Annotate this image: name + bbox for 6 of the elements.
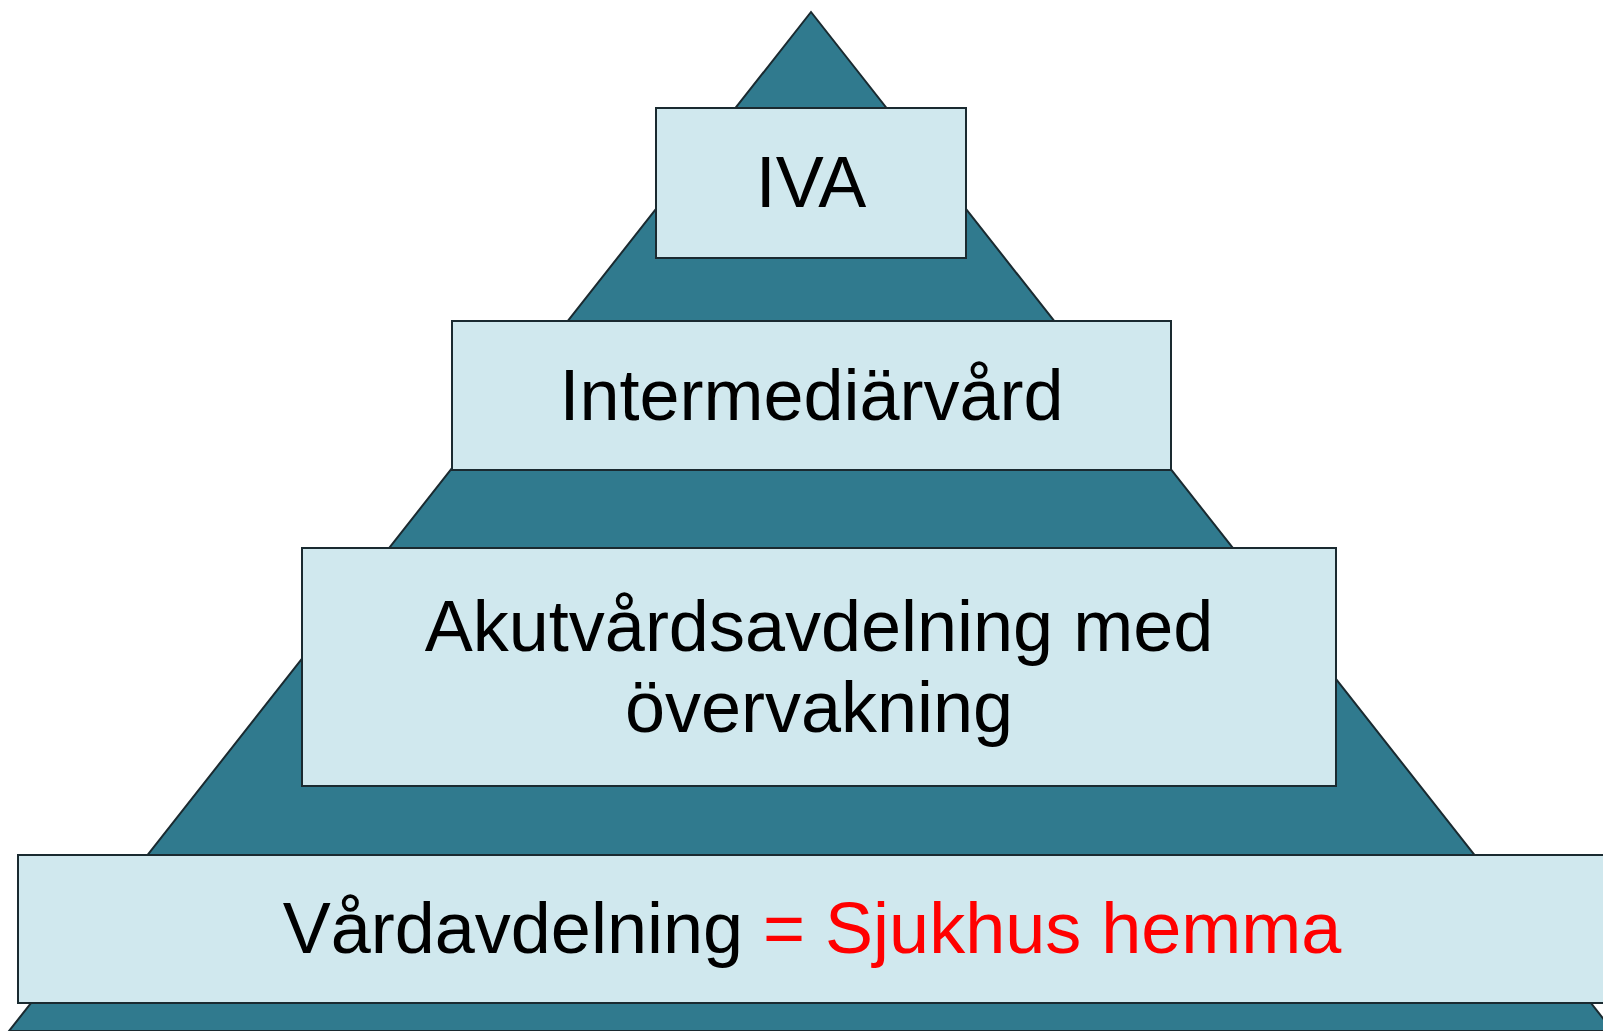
level-panel bbox=[17, 854, 1603, 1004]
level-label: = Sjukhus hemma bbox=[763, 888, 1342, 969]
level-box: Akutvårdsavdelning med övervakning bbox=[301, 547, 1337, 787]
level-box: IVA bbox=[655, 107, 967, 259]
level-label: Vårdavdelning bbox=[282, 888, 743, 969]
level-box: Intermediärvård bbox=[451, 320, 1172, 471]
